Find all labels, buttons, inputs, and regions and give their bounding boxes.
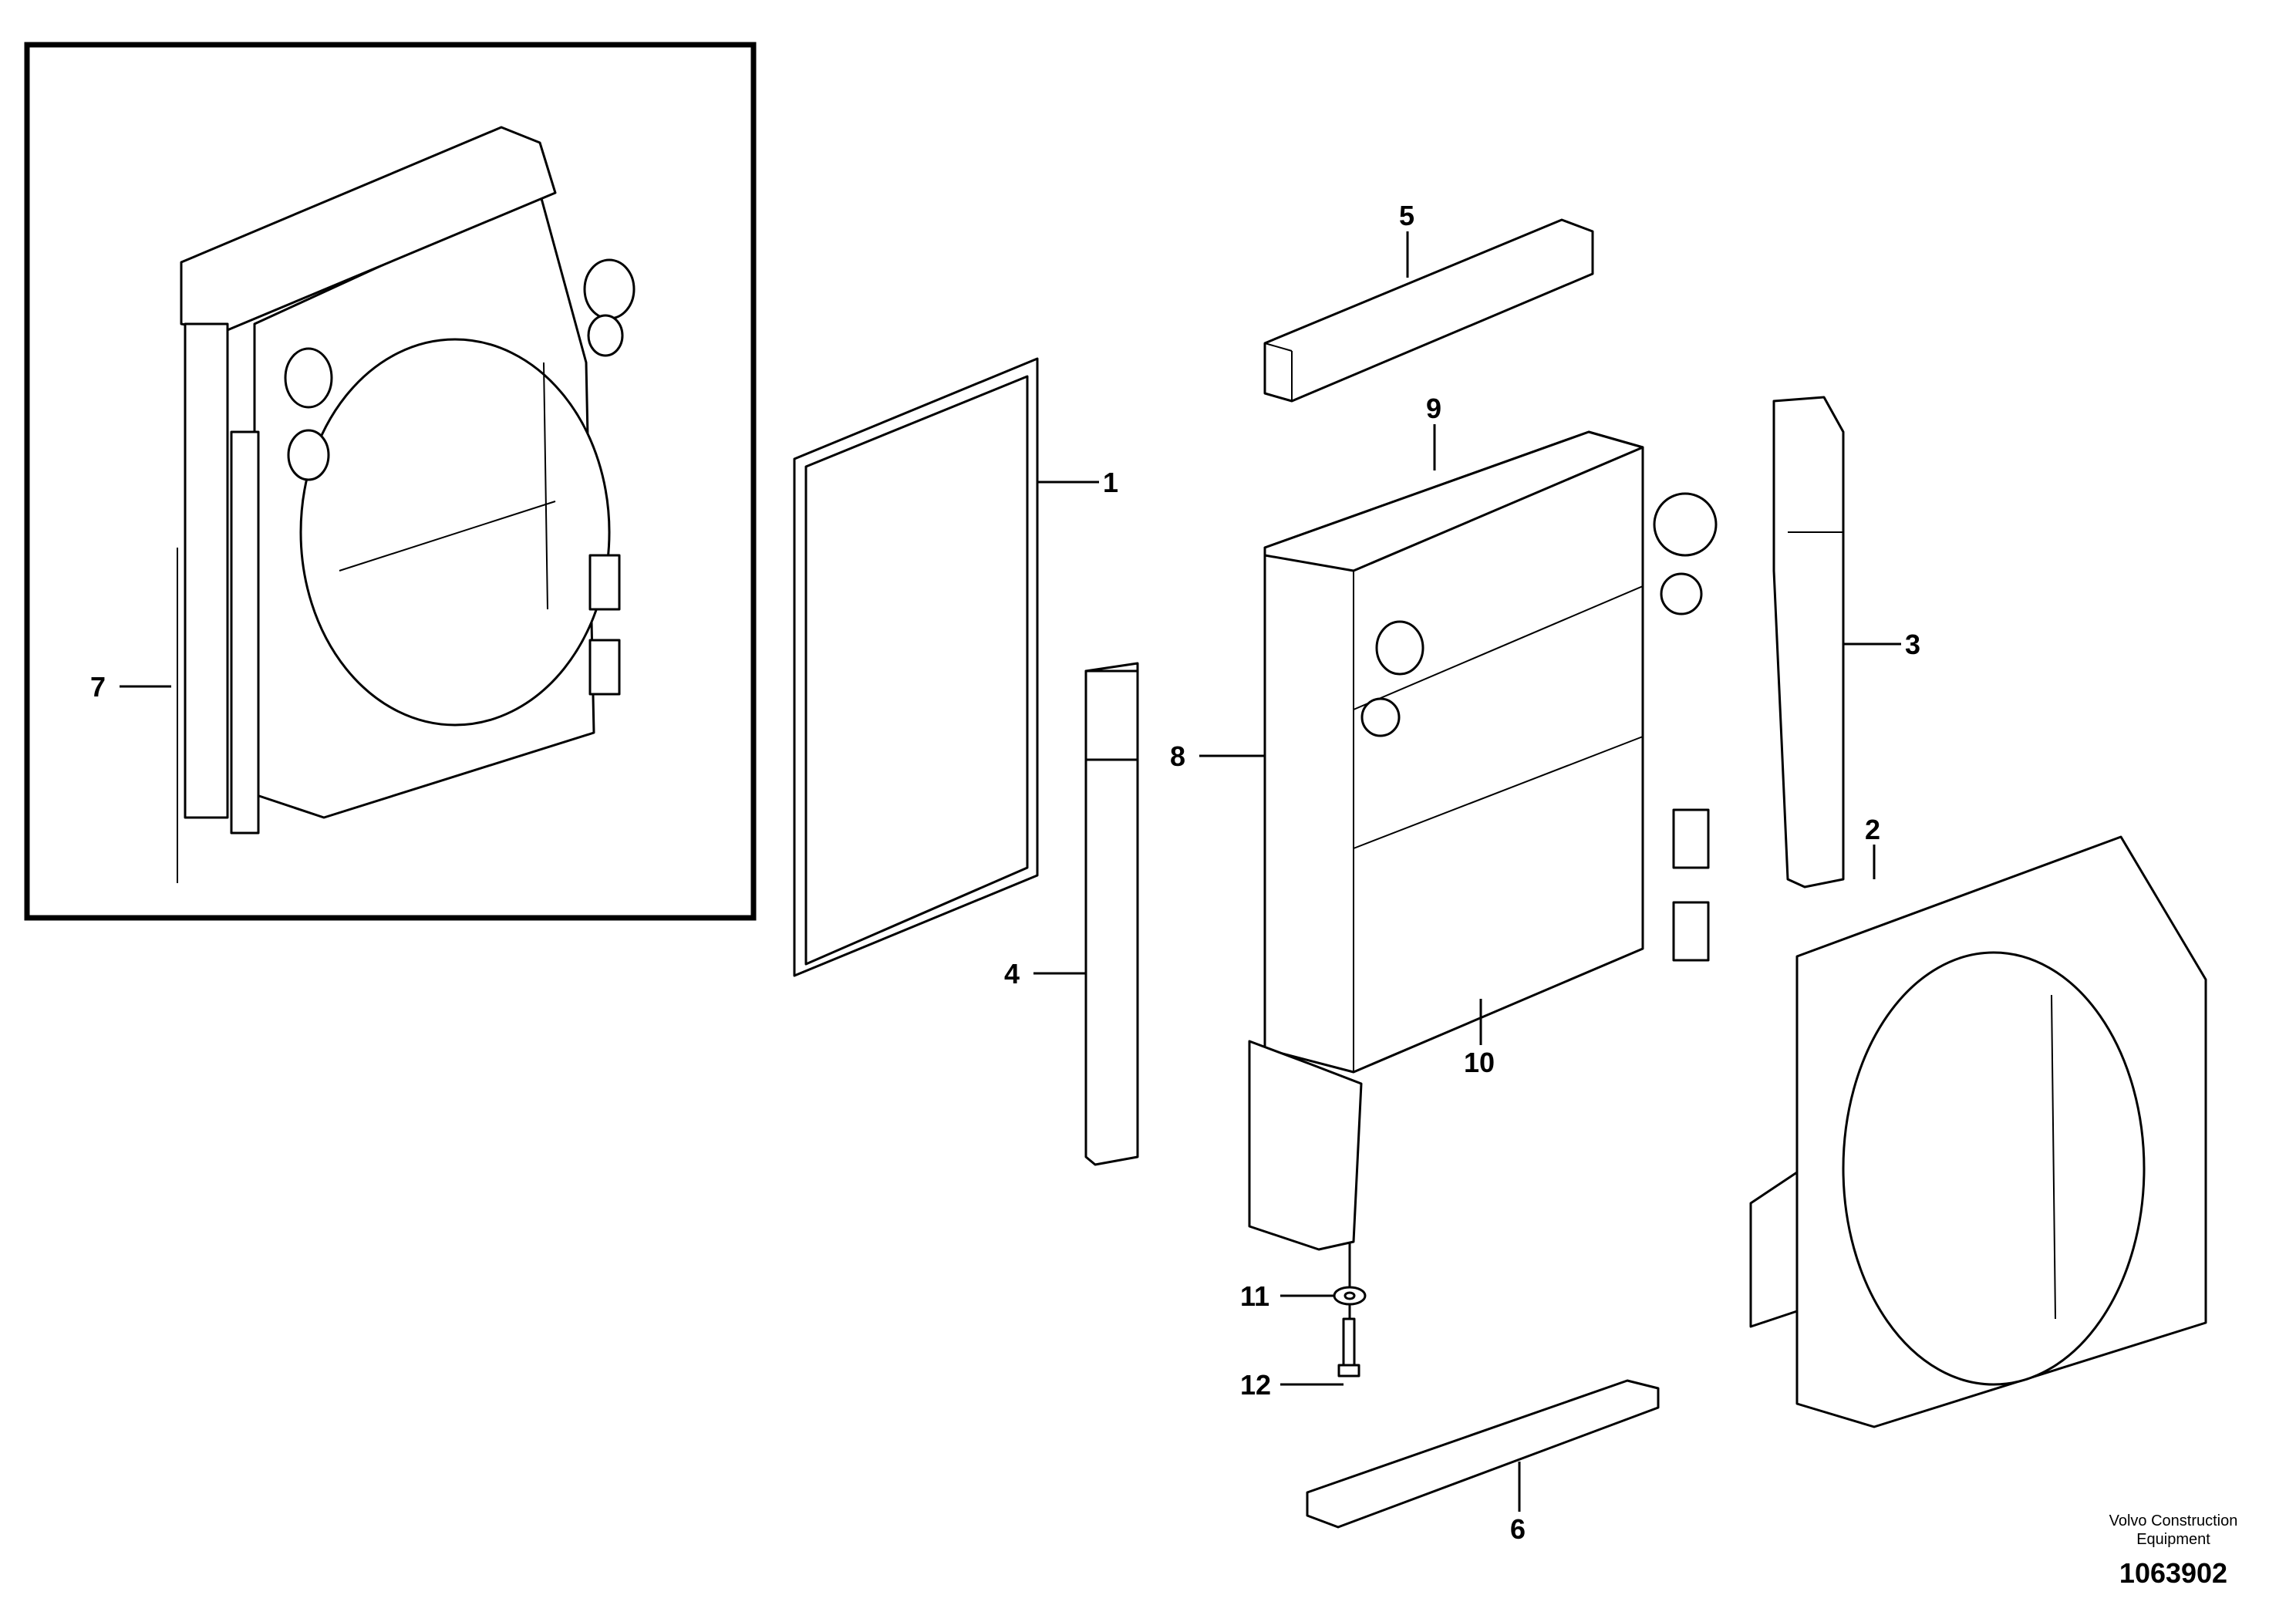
callout-4: 4 xyxy=(1004,958,1020,990)
part-6-strip xyxy=(1306,1379,1660,1529)
part-11-washer xyxy=(1333,1286,1367,1306)
callout-3: 3 xyxy=(1905,629,1920,660)
part-2-fan-shroud xyxy=(1749,835,2207,1428)
document-number: 1063902 xyxy=(2119,1557,2227,1589)
part-1-seal-frame xyxy=(793,357,1039,977)
callout-10: 10 xyxy=(1464,1047,1495,1078)
part-4-strip xyxy=(1084,662,1139,1166)
credit-line-2: Equipment xyxy=(2136,1531,2210,1548)
callout-9: 9 xyxy=(1426,393,1441,424)
credit-line-1: Volvo Construction xyxy=(2109,1512,2238,1529)
part-5-strip xyxy=(1263,218,1594,403)
callout-2: 2 xyxy=(1865,814,1880,845)
callout-6: 6 xyxy=(1510,1513,1526,1545)
radiator-core xyxy=(1248,430,1718,1251)
callout-7: 7 xyxy=(90,671,106,703)
callout-8: 8 xyxy=(1170,740,1185,772)
callout-5: 5 xyxy=(1399,200,1414,231)
part-3-strip xyxy=(1772,396,1845,889)
callout-1: 1 xyxy=(1103,467,1118,498)
callout-12: 12 xyxy=(1240,1369,1271,1401)
assembly-inset xyxy=(24,42,757,921)
callout-11: 11 xyxy=(1240,1280,1269,1312)
leader-lines xyxy=(120,231,1901,1512)
part-12-screw xyxy=(1337,1317,1360,1378)
